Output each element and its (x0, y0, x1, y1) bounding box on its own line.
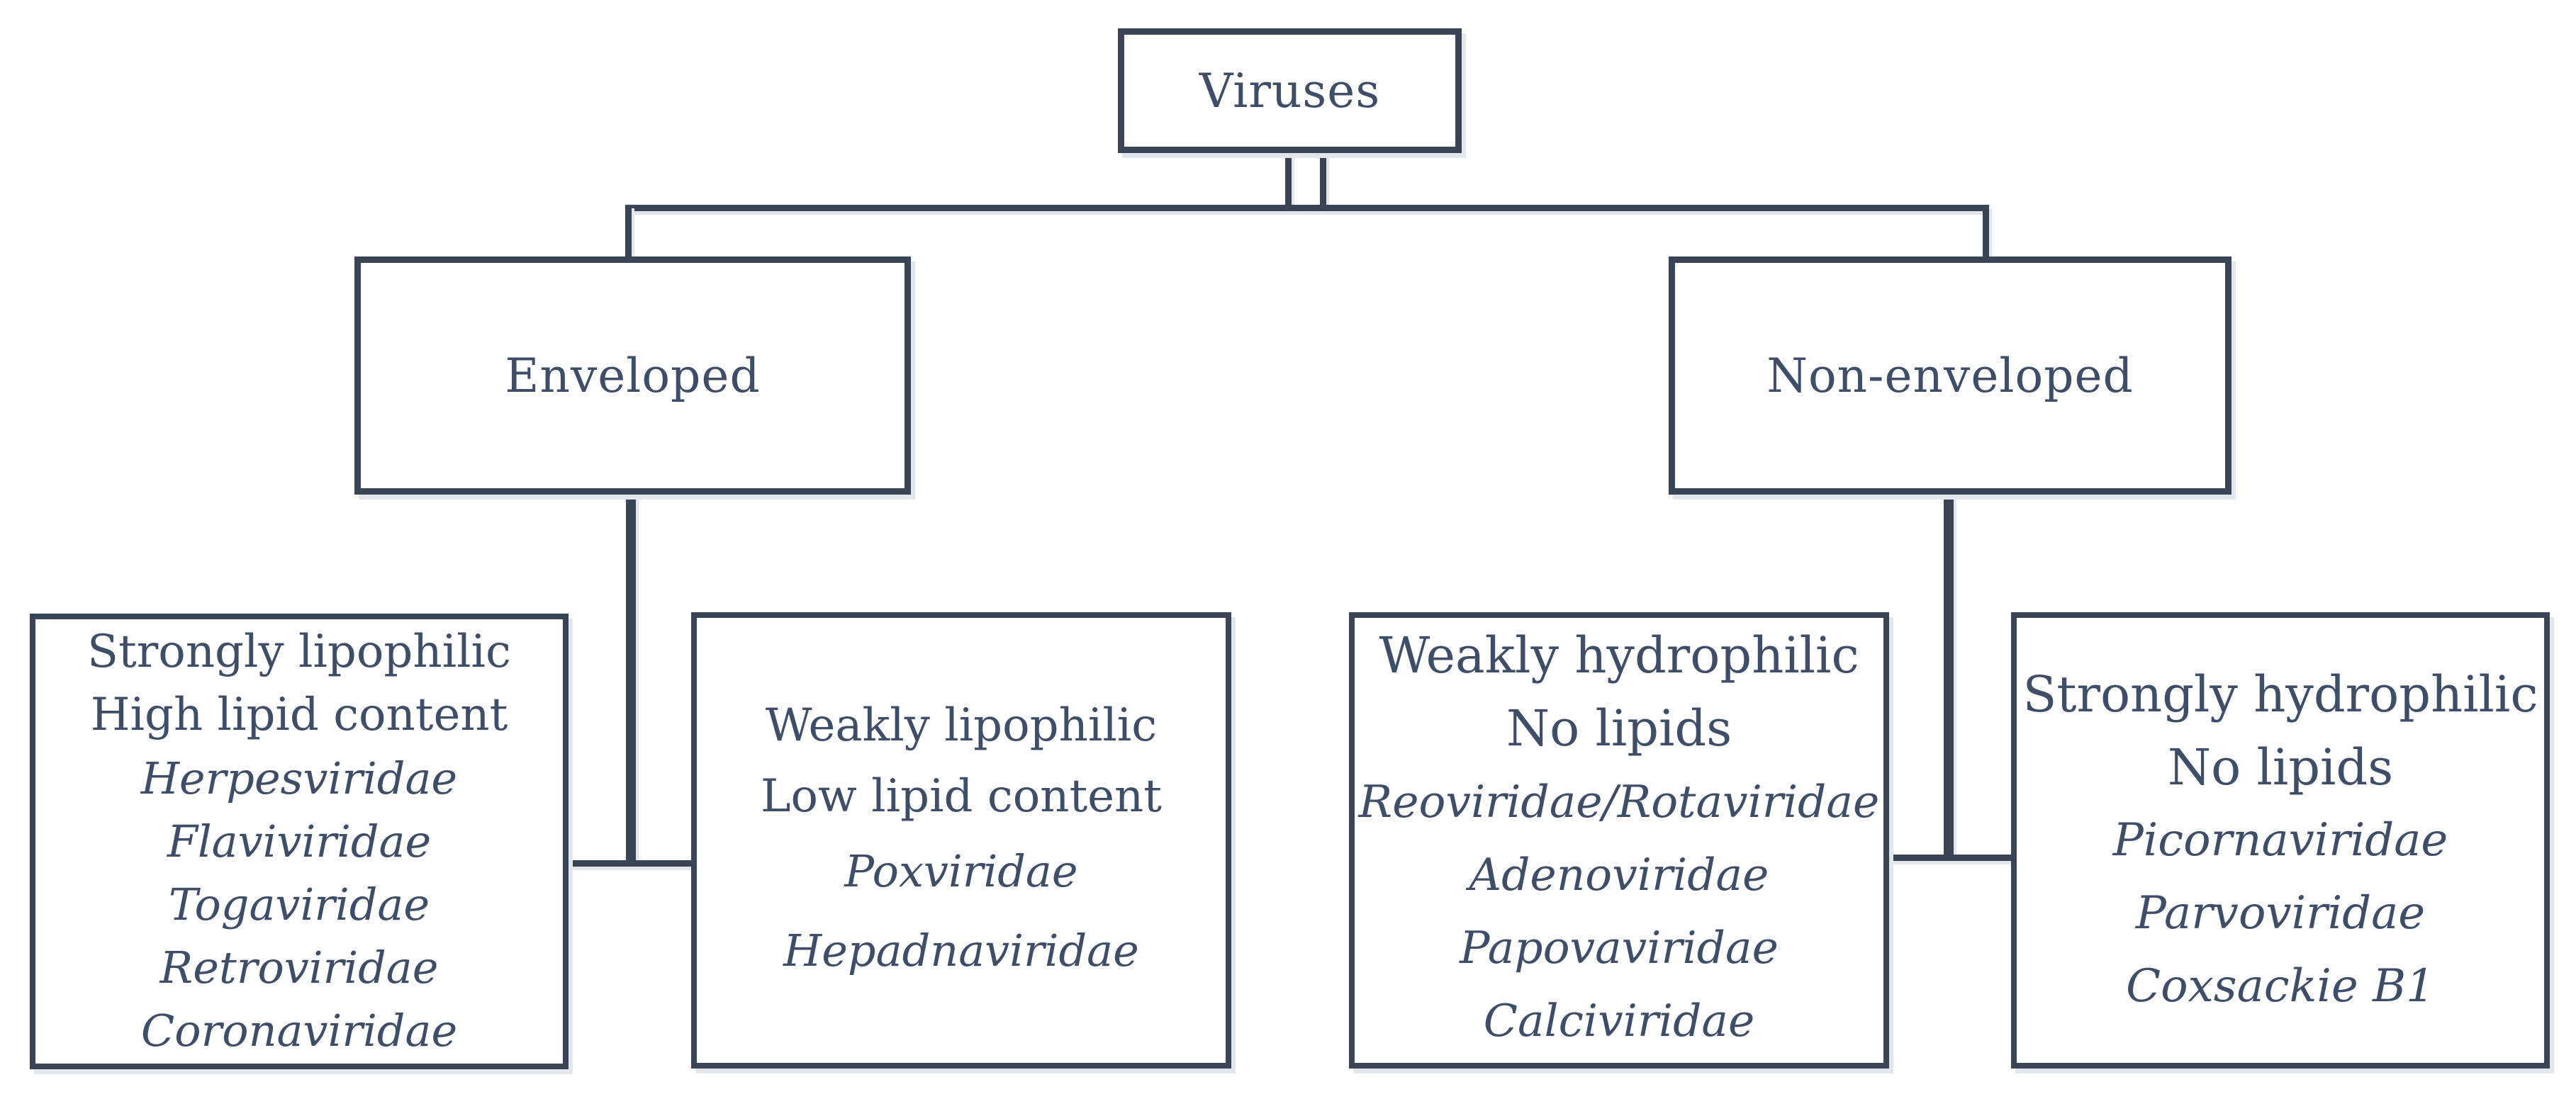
virus-family: Papovaviridae (1460, 922, 1779, 974)
enveloped-leaves-connector-line (566, 860, 695, 867)
leaf-property: Weakly hydrophilic (1379, 626, 1859, 684)
virus-family: Hepadnaviridae (783, 925, 1139, 976)
enveloped-top-drop-line (625, 205, 632, 259)
non-enveloped-bottom-drop-line (1944, 492, 1954, 861)
enveloped-branch-box: Enveloped (354, 257, 911, 495)
virus-family: Coronaviridae (140, 1005, 458, 1056)
leaf-property: Strongly lipophilic (87, 626, 511, 678)
virus-family: Coxsackie B1 (2126, 959, 2435, 1013)
non-enveloped-leaves-connector-line (1886, 855, 2014, 861)
virus-family: Adenoviridae (1469, 849, 1769, 901)
leaf-property: High lipid content (90, 689, 508, 741)
root-connector-double-line-left (1285, 151, 1292, 208)
virus-family: Flaviviridae (167, 816, 432, 867)
enveloped-branch-label: Enveloped (505, 348, 761, 403)
leaf-box-strongly-lipophilic: Strongly lipophilic High lipid content H… (30, 614, 569, 1069)
virus-family: Picornaviridae (2112, 813, 2448, 867)
leaf-box-strongly-hydrophilic: Strongly hydrophilic No lipids Picornavi… (2011, 612, 2550, 1069)
virus-family: Calciviridae (1483, 995, 1755, 1047)
enveloped-bottom-drop-line (626, 492, 636, 867)
leaf-property: Strongly hydrophilic (2022, 665, 2538, 723)
leaf-property: Low lipid content (761, 770, 1162, 823)
virus-family: Togaviridae (168, 879, 430, 930)
root-connector-double-line-right (1320, 151, 1326, 208)
viruses-root-label: Viruses (1199, 63, 1381, 118)
virus-family: Parvoviridae (2135, 886, 2426, 940)
leaf-box-weakly-hydrophilic: Weakly hydrophilic No lipids Reoviridae/… (1349, 612, 1889, 1069)
leaf-property: No lipids (1506, 699, 1732, 757)
virus-family: Herpesviridae (140, 753, 458, 804)
non-enveloped-branch-box: Non-enveloped (1669, 257, 2231, 495)
non-enveloped-top-drop-line (1983, 205, 1989, 259)
branch-horizontal-line (625, 205, 1989, 211)
leaf-box-weakly-lipophilic: Weakly lipophilic Low lipid content Poxv… (691, 612, 1231, 1069)
virus-family: Retroviridae (159, 942, 439, 993)
non-enveloped-branch-label: Non-enveloped (1766, 348, 2134, 403)
leaf-property: No lipids (2167, 738, 2394, 796)
viruses-root-box: Viruses (1118, 28, 1462, 153)
leaf-property: Weakly lipophilic (765, 699, 1158, 752)
virus-family: Poxviridae (844, 845, 1078, 897)
virus-family: Reoviridae/Rotaviridae (1358, 776, 1880, 828)
